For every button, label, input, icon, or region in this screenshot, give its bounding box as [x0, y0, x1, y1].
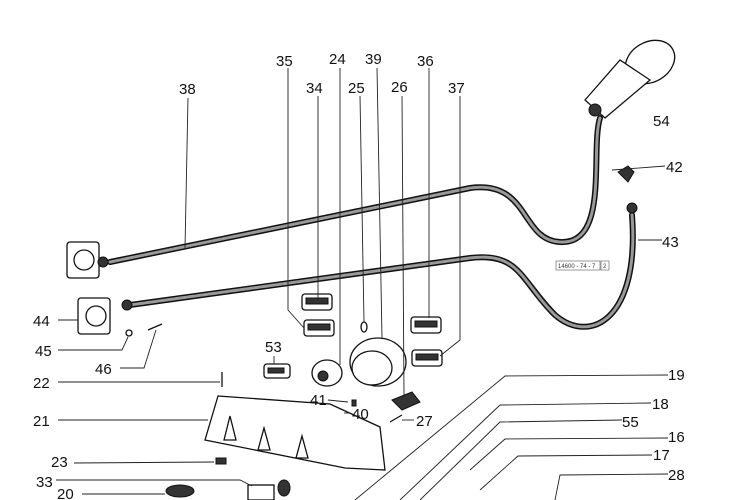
label-16: 16: [668, 429, 685, 446]
label-21: 21: [33, 413, 50, 430]
label-36: 36: [417, 53, 434, 70]
lamp-holder-53: [263, 363, 291, 379]
label-46: 46: [95, 361, 112, 378]
label-18: 18: [652, 396, 669, 413]
washer-45: [125, 329, 133, 337]
instrument-panel-21: [204, 395, 386, 471]
grommet-20: [165, 484, 195, 498]
label-22: 22: [33, 375, 50, 392]
label-26: 26: [391, 79, 408, 96]
small-gauge-24: [311, 359, 343, 387]
gauge-boot-54: [584, 39, 676, 119]
label-45: 45: [35, 343, 52, 360]
label-27: 27: [416, 413, 433, 430]
bracket-26: [391, 391, 421, 411]
clip-42: [617, 165, 635, 183]
label-38: 38: [179, 81, 196, 98]
warning-lamp-36: [410, 316, 442, 334]
cable-flange-upper: [66, 241, 109, 279]
label-43: 43: [662, 234, 679, 251]
warning-lamp-34: [301, 293, 333, 311]
label-25: 25: [348, 80, 365, 97]
screw-46: [147, 323, 163, 331]
label-55: 55: [622, 414, 639, 431]
label-40: 40: [352, 406, 369, 423]
drawing-stamp: 14600 - 74 - 7 2: [555, 260, 610, 271]
bulb-25: [360, 321, 368, 333]
label-20: 20: [57, 486, 74, 500]
label-54: 54: [653, 113, 670, 130]
speedometer-39: [349, 337, 407, 387]
switch-33: [247, 479, 291, 500]
part-number-labels: 38 35 24 39 36 34 25 26 37 54 42 43 44 4…: [33, 51, 685, 500]
warning-lamp-35: [303, 319, 335, 337]
label-39: 39: [365, 51, 382, 68]
label-44: 44: [33, 313, 50, 330]
label-33: 33: [36, 474, 53, 491]
label-35: 35: [276, 53, 293, 70]
label-17: 17: [653, 447, 670, 464]
nut-23: [215, 457, 227, 465]
speedometer-cable-38: [107, 115, 603, 265]
cable-end-43: [626, 202, 638, 214]
label-34: 34: [306, 80, 323, 97]
bulb-41: [351, 399, 357, 407]
label-28: 28: [668, 467, 685, 484]
label-37: 37: [448, 80, 465, 97]
label-42: 42: [666, 159, 683, 176]
tachometer-cable-43: [127, 212, 636, 330]
warning-lamp-37: [411, 349, 443, 367]
screw-27: [389, 414, 403, 423]
leader-lines: [56, 67, 669, 500]
label-53: 53: [265, 339, 282, 356]
label-23: 23: [51, 454, 68, 471]
svg-text:2: 2: [603, 264, 607, 270]
label-41: 41: [310, 392, 327, 409]
label-24: 24: [329, 51, 346, 68]
cable-flange-44: [77, 297, 133, 335]
svg-text:14600 - 74 - 7: 14600 - 74 - 7: [558, 264, 596, 270]
label-19: 19: [668, 367, 685, 384]
